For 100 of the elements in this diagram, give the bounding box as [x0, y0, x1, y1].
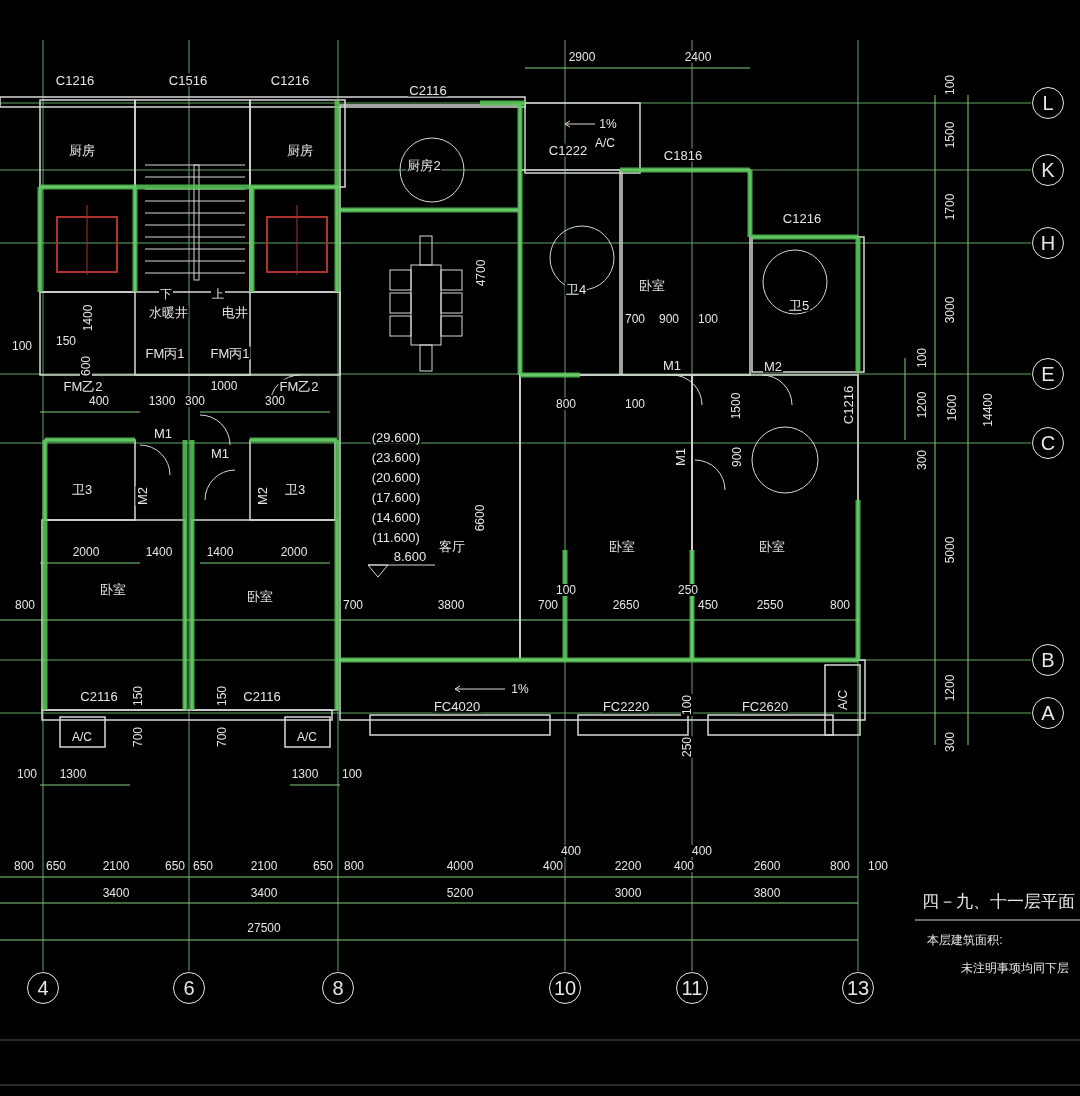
grid-axis-bubble: K — [1032, 154, 1064, 186]
dimension-text: 300 — [264, 395, 286, 407]
dimension-text: 1000 — [209, 380, 239, 392]
dimension-text: 650 — [192, 860, 214, 872]
dimension-text: 800 — [555, 398, 577, 410]
elevation-text: (11.600) — [371, 530, 421, 544]
ac-unit-label: A/C — [71, 731, 93, 743]
dimension-text: 300 — [916, 449, 928, 471]
drawing-title: 四－九、十一层平面 — [922, 891, 1075, 913]
dimension-text: 100 — [11, 340, 33, 352]
note-text: 上 — [211, 288, 225, 300]
window-door-code: M1 — [152, 426, 174, 440]
dimension-text: 3800 — [436, 599, 466, 611]
dimension-text: 1400 — [205, 546, 235, 558]
window-door-code: M2 — [135, 485, 149, 507]
dimension-text: 700 — [216, 726, 228, 748]
grid-axis-bubble: 6 — [173, 972, 205, 1004]
window-door-code: FC2620 — [740, 699, 790, 713]
room-label: 卧室 — [246, 589, 274, 603]
elevation-text: (23.600) — [370, 450, 422, 464]
dimension-text: 3000 — [944, 295, 956, 325]
dimension-text: 400 — [88, 395, 110, 407]
room-label: 厨房 — [286, 143, 314, 157]
elevation-text: (20.600) — [370, 470, 422, 484]
dimension-text: 2550 — [755, 599, 785, 611]
dimension-text: 800 — [829, 599, 851, 611]
window-door-code: M1 — [661, 358, 683, 372]
dimension-text: 600 — [80, 355, 92, 377]
dimension-text: 2650 — [611, 599, 641, 611]
dimension-text: 100 — [867, 860, 889, 872]
dimension-text: 5200 — [445, 887, 475, 899]
dimension-text: 450 — [697, 599, 719, 611]
dimension-text: 250 — [681, 736, 693, 758]
room-label: 卫4 — [564, 282, 588, 296]
dimension-text: 3400 — [101, 887, 131, 899]
dimension-text: 2000 — [279, 546, 309, 558]
window-door-code: C2116 — [242, 689, 282, 703]
room-label: 厨房 — [68, 143, 96, 157]
window-door-code: M1 — [673, 446, 687, 468]
dimension-text: 2000 — [71, 546, 101, 558]
room-label: 厨房2 — [406, 158, 442, 172]
dimension-text: 800 — [13, 860, 35, 872]
window-door-code: FM乙2 — [278, 379, 320, 393]
dimension-text: 100 — [341, 768, 363, 780]
grid-axis-bubble: 8 — [322, 972, 354, 1004]
dimension-text: 2100 — [249, 860, 279, 872]
window-door-code: C1216 — [841, 384, 855, 426]
window-door-code: M1 — [209, 446, 231, 460]
dimension-text: 1600 — [946, 393, 958, 423]
dimension-text: 150 — [132, 685, 144, 707]
window-door-code: M2 — [762, 359, 784, 373]
grid-axis-bubble: 11 — [676, 972, 708, 1004]
grid-axis-bubble: C — [1032, 427, 1064, 459]
window-door-code: C1816 — [662, 148, 704, 162]
window-door-code: C1216 — [781, 211, 823, 225]
dimension-text: 4000 — [445, 860, 475, 872]
dimension-text: 800 — [343, 860, 365, 872]
window-door-code: C1222 — [547, 143, 589, 157]
window-door-code: FM丙1 — [144, 346, 186, 360]
slope-text: 1% — [510, 683, 530, 695]
dimension-text: 1500 — [944, 120, 956, 150]
elevation-text: (17.600) — [370, 490, 422, 504]
dimension-text: 100 — [944, 74, 956, 96]
note-text: 下 — [159, 288, 173, 300]
dimension-text: 1500 — [730, 391, 742, 421]
grid-axis-bubble: 13 — [842, 972, 874, 1004]
dimension-text: 2100 — [101, 860, 131, 872]
dimension-text: 27500 — [246, 922, 282, 934]
dimension-text: 700 — [342, 599, 364, 611]
note-text: 本层建筑面积: — [926, 934, 1004, 946]
window-door-code: C1516 — [167, 73, 209, 87]
grid-axis-bubble: B — [1032, 644, 1064, 676]
dimension-text: 100 — [916, 347, 928, 369]
room-label: 卫5 — [787, 298, 811, 312]
room-label: 卧室 — [758, 539, 786, 553]
dimension-text: 3000 — [613, 887, 643, 899]
elevation-text: (14.600) — [370, 510, 422, 524]
dimension-text: 150 — [216, 685, 228, 707]
note-text: 未注明事项均同下层 — [960, 962, 1070, 974]
dimension-text: 700 — [537, 599, 559, 611]
dimension-text: 700 — [132, 726, 144, 748]
window-door-code: FM丙1 — [209, 346, 251, 360]
dimension-text: 14400 — [982, 392, 994, 428]
dimension-text: 3800 — [752, 887, 782, 899]
dimension-text: 1400 — [82, 303, 94, 333]
dimension-text: 100 — [624, 398, 646, 410]
elevation-text: (29.600) — [370, 430, 422, 444]
dimension-text: 1700 — [944, 192, 956, 222]
dimension-text: 900 — [731, 446, 743, 468]
dimension-text: 1400 — [144, 546, 174, 558]
room-label: 卫3 — [283, 482, 307, 496]
dimension-text: 100 — [16, 768, 38, 780]
room-label: 水暖井 — [147, 305, 189, 319]
room-label: 卧室 — [99, 582, 127, 596]
grid-axis-bubble: E — [1032, 358, 1064, 390]
dimension-text: 1300 — [147, 395, 177, 407]
ac-unit-label: A/C — [594, 137, 616, 149]
ac-unit-label: A/C — [296, 731, 318, 743]
dimension-text: 300 — [944, 731, 956, 753]
window-door-code: C2116 — [408, 83, 448, 97]
